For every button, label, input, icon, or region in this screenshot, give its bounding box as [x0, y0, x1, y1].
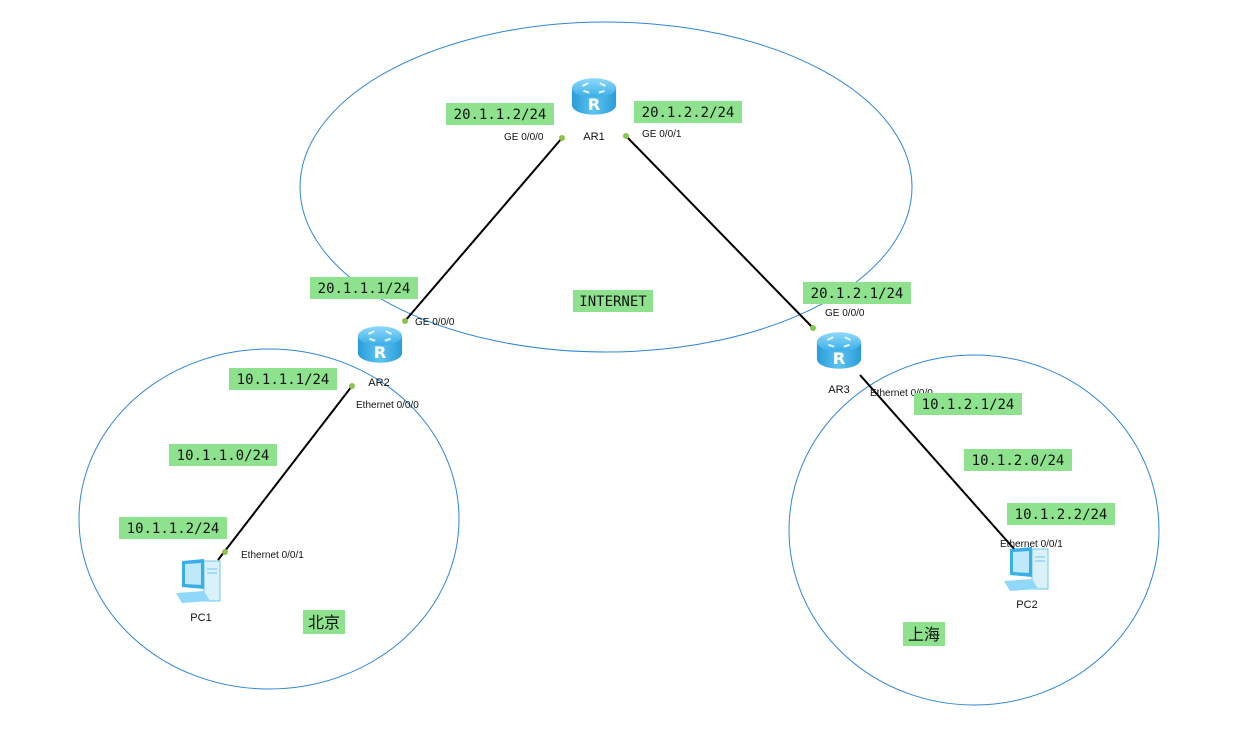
port-label-pc2-eth001: Ethernet 0/0/1: [1000, 539, 1063, 550]
port-dot: [402, 318, 408, 324]
pc-icon: [175, 558, 221, 604]
port-label-ar2-eth000: Ethernet 0/0/0: [356, 400, 419, 411]
network-label-shanghai: 10.1.2.0/24: [964, 449, 1072, 471]
svg-text:上海: 上海: [908, 625, 940, 644]
link-ar1-ar3: [625, 135, 814, 329]
port-dot: [222, 549, 228, 555]
port-label-pc1-eth001: Ethernet 0/0/1: [241, 550, 304, 561]
device-name-ar2: AR2: [368, 377, 389, 389]
ip-label-ar3-eth000: 10.1.2.1/24: [914, 393, 1022, 415]
device-name-ar1: AR1: [583, 131, 604, 143]
region-label-beijing: 北京: [303, 610, 345, 634]
port-label-ar2-ge000: GE 0/0/0: [415, 317, 455, 328]
region-label-shanghai: 上海: [903, 622, 945, 646]
ip-label-ar2-ge000: 20.1.1.1/24: [310, 277, 418, 299]
device-name-pc2: PC2: [1016, 599, 1037, 611]
port-label-ar1-ge001: GE 0/0/1: [642, 129, 682, 140]
svg-text:20.1.2.2/24: 20.1.2.2/24: [642, 105, 735, 121]
svg-text:10.1.1.1/24: 10.1.1.1/24: [237, 372, 330, 388]
device-name-pc1: PC1: [190, 612, 211, 624]
router-ar3[interactable]: AR3: [815, 331, 863, 396]
svg-text:20.1.2.1/24: 20.1.2.1/24: [811, 286, 904, 302]
ip-label-ar1-ge001: 20.1.2.2/24: [634, 101, 742, 123]
ip-label-ar2-eth000: 10.1.1.1/24: [229, 368, 337, 390]
link-ar2-pc1: [217, 385, 353, 561]
ip-label-pc1: 10.1.1.2/24: [119, 517, 227, 539]
link-ar3-pc2: [859, 374, 1016, 551]
port-dot: [623, 133, 629, 139]
svg-text:10.1.2.2/24: 10.1.2.2/24: [1015, 507, 1108, 523]
ip-label-ar3-ge000: 20.1.2.1/24: [803, 282, 911, 304]
pc-icon: [1003, 546, 1049, 592]
router-ar2[interactable]: AR2: [356, 325, 404, 389]
port-dot: [810, 325, 816, 331]
port-label-ar1-ge000: GE 0/0/0: [504, 132, 544, 143]
router-icon: [815, 331, 863, 370]
port-dot: [559, 135, 565, 141]
internet-region: [299, 21, 913, 353]
pc-pc1[interactable]: PC1: [175, 558, 221, 624]
svg-text:INTERNET: INTERNET: [579, 294, 647, 310]
svg-text:20.1.1.2/24: 20.1.1.2/24: [454, 107, 547, 123]
port-dot: [349, 383, 355, 389]
router-icon: [356, 325, 404, 364]
svg-text:10.1.2.0/24: 10.1.2.0/24: [972, 453, 1065, 469]
shanghai-region: [788, 354, 1160, 706]
svg-text:北京: 北京: [308, 613, 340, 632]
region-label-internet: INTERNET: [573, 290, 653, 312]
port-label-ar3-eth000: Ethernet 0/0/0: [870, 388, 933, 399]
link-ar1-ar2: [404, 137, 563, 322]
router-ar1[interactable]: AR1: [570, 77, 618, 143]
ip-label-pc2: 10.1.2.2/24: [1007, 503, 1115, 525]
router-icon: [570, 77, 618, 116]
svg-text:20.1.1.1/24: 20.1.1.1/24: [318, 281, 411, 297]
network-label-beijing: 10.1.1.0/24: [169, 444, 277, 466]
pc-pc2[interactable]: PC2: [1003, 546, 1049, 611]
beijing-region: [78, 348, 460, 690]
device-name-ar3: AR3: [828, 384, 849, 396]
ip-label-ar1-ge000: 20.1.1.2/24: [446, 103, 554, 125]
svg-text:10.1.2.1/24: 10.1.2.1/24: [922, 397, 1015, 413]
svg-text:10.1.1.2/24: 10.1.1.2/24: [127, 521, 220, 537]
port-label-ar3-ge000: GE 0/0/0: [825, 308, 865, 319]
svg-text:10.1.1.0/24: 10.1.1.0/24: [177, 448, 270, 464]
